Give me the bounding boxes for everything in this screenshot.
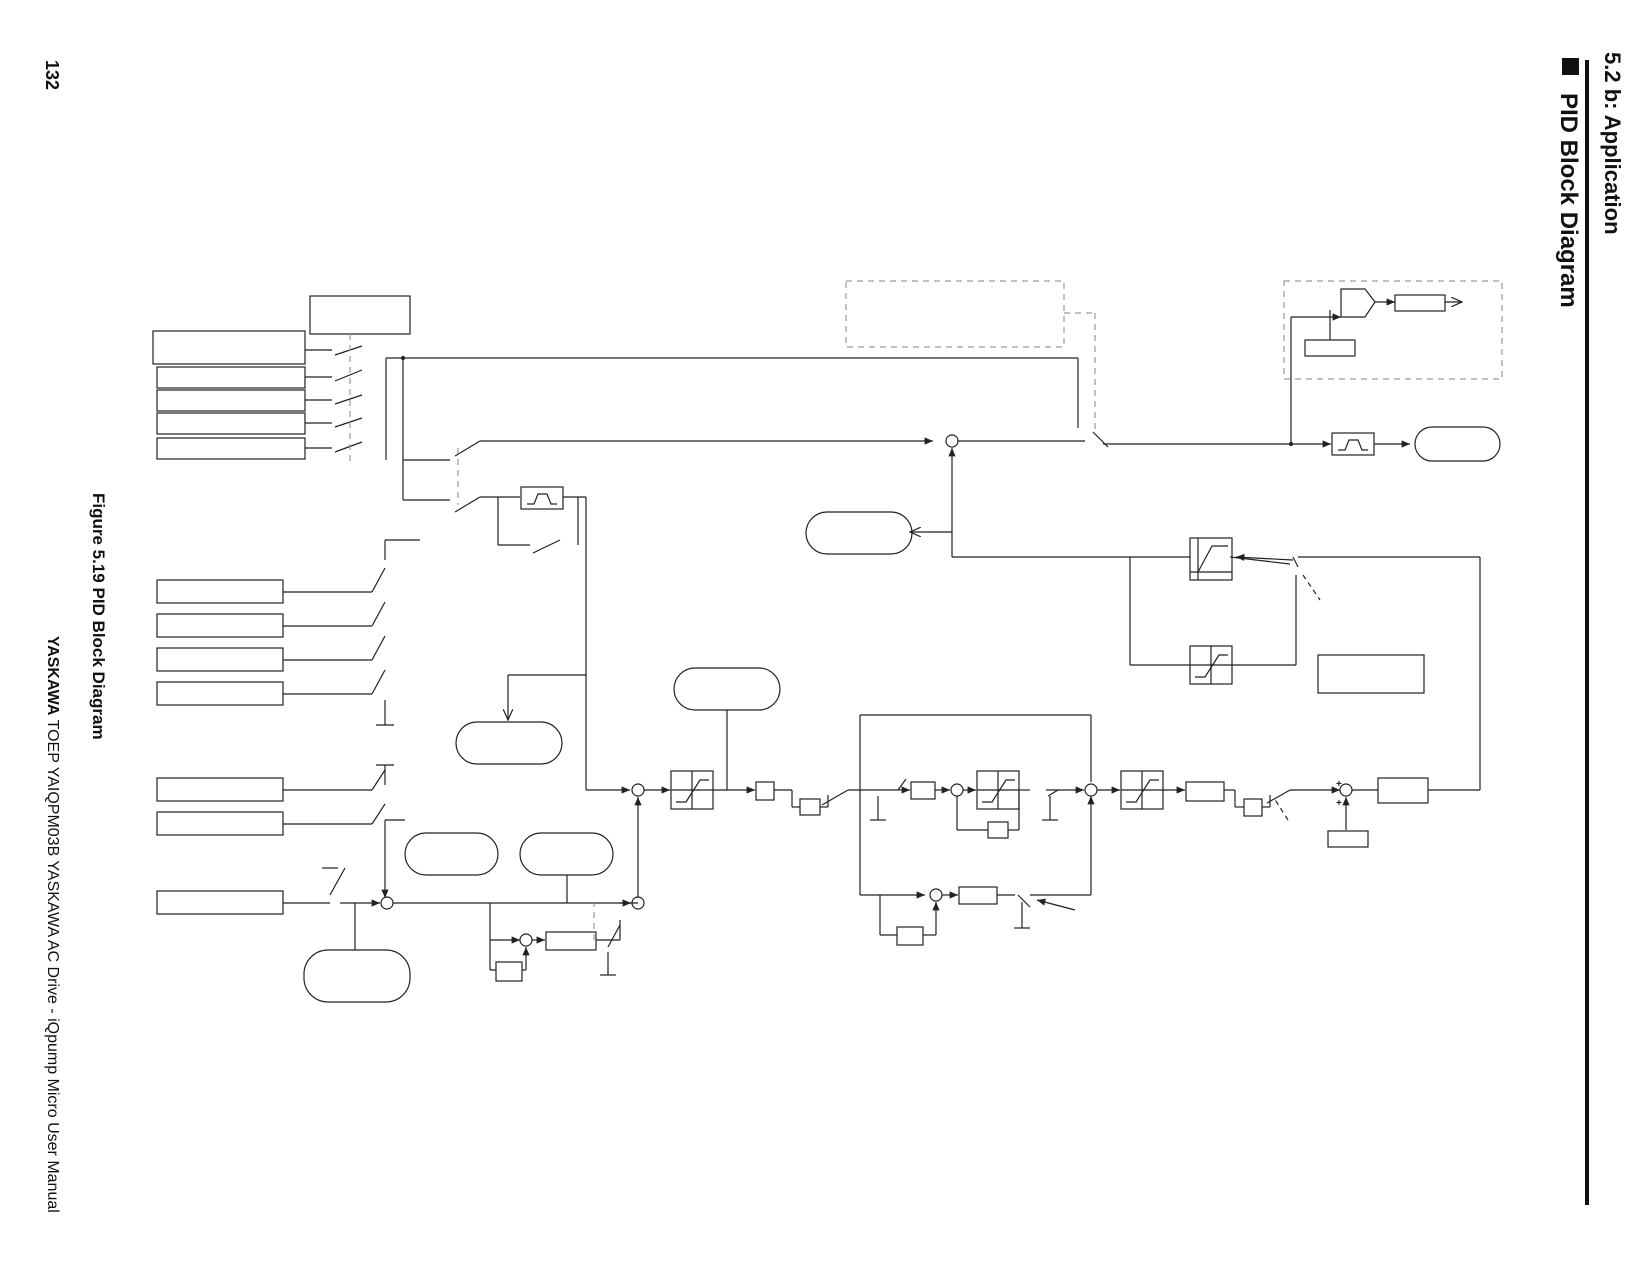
- sum-junction-main: [631, 783, 645, 797]
- info-box-right: [1317, 654, 1425, 694]
- rounded-box-upper: [805, 511, 913, 555]
- input-box-7: [156, 579, 284, 604]
- sum-junction-top: [945, 434, 959, 448]
- input-box-10: [156, 681, 284, 706]
- input-box-4: [156, 389, 306, 412]
- rounded-box-b1: [404, 832, 499, 876]
- rounded-box-mid: [455, 721, 563, 765]
- rounded-box-b2: [519, 832, 614, 876]
- sum-junction-pid: [1084, 783, 1098, 797]
- sum-sign-plus-1: +: [1336, 779, 1342, 790]
- input-box-2: [152, 330, 306, 365]
- dashed-group-top-right: [1283, 280, 1503, 380]
- sum-junction-input: [380, 896, 394, 910]
- rounded-box-center: [673, 667, 781, 711]
- input-box-6: [156, 437, 306, 460]
- input-box-5: [156, 412, 306, 435]
- rounded-box-bl: [303, 949, 411, 1003]
- input-box-11: [156, 777, 284, 802]
- header-rule: [1585, 60, 1589, 1205]
- filter-block-right: [1331, 432, 1375, 456]
- rounded-box-output: [1414, 426, 1501, 462]
- soft-starter-block: [1189, 537, 1233, 581]
- filter-block-top: [520, 486, 564, 510]
- sum-sign-plus-2: +: [1336, 798, 1342, 809]
- input-box-12: [156, 811, 284, 836]
- input-box-8: [156, 613, 284, 638]
- input-box-9: [156, 647, 284, 672]
- input-box-13: [156, 890, 284, 915]
- input-box-1: [309, 295, 411, 335]
- dashed-group-top-center: [845, 280, 1065, 348]
- input-box-3: [156, 366, 306, 389]
